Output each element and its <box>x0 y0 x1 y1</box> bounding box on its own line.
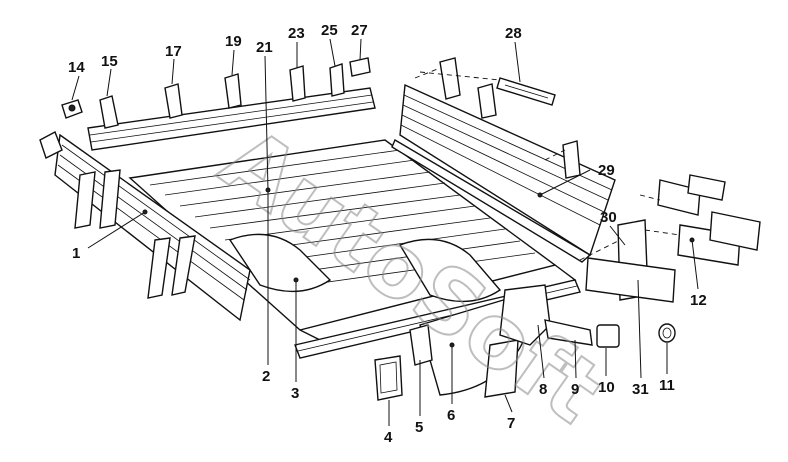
callout-17: 17 <box>165 43 182 60</box>
callout-15: 15 <box>101 53 118 70</box>
callout-29: 29 <box>598 162 615 179</box>
callout-28: 28 <box>505 25 522 42</box>
callout-3: 3 <box>291 385 299 402</box>
callout-7: 7 <box>507 415 515 432</box>
callout-27: 27 <box>351 22 368 39</box>
left-side-board <box>39 131 251 322</box>
callout-23: 23 <box>288 25 305 42</box>
callout-21: 21 <box>256 39 273 56</box>
callout-1: 1 <box>72 245 80 262</box>
assembly-lines <box>414 67 681 261</box>
fender-parts <box>409 284 593 398</box>
callout-31: 31 <box>632 381 649 398</box>
callout-9: 9 <box>571 381 579 398</box>
callout-11: 11 <box>659 377 675 394</box>
front-board <box>87 63 376 151</box>
target-dots <box>142 187 695 348</box>
callout-2: 2 <box>262 368 270 385</box>
callout-30: 30 <box>600 209 617 226</box>
loose-parts <box>61 57 761 401</box>
cargo-floor <box>128 139 577 346</box>
callout-labels: 1 2 3 4 5 6 7 8 9 10 11 12 14 15 17 19 2… <box>68 22 707 446</box>
callout-8: 8 <box>539 381 547 398</box>
callout-10: 10 <box>598 379 615 396</box>
callout-19: 19 <box>225 33 242 50</box>
callout-14: 14 <box>68 59 85 76</box>
callout-6: 6 <box>447 407 455 424</box>
callout-4: 4 <box>384 429 393 446</box>
callout-25: 25 <box>321 22 338 39</box>
callout-5: 5 <box>415 419 423 436</box>
callout-12: 12 <box>690 292 707 309</box>
leader-lines <box>71 38 699 426</box>
